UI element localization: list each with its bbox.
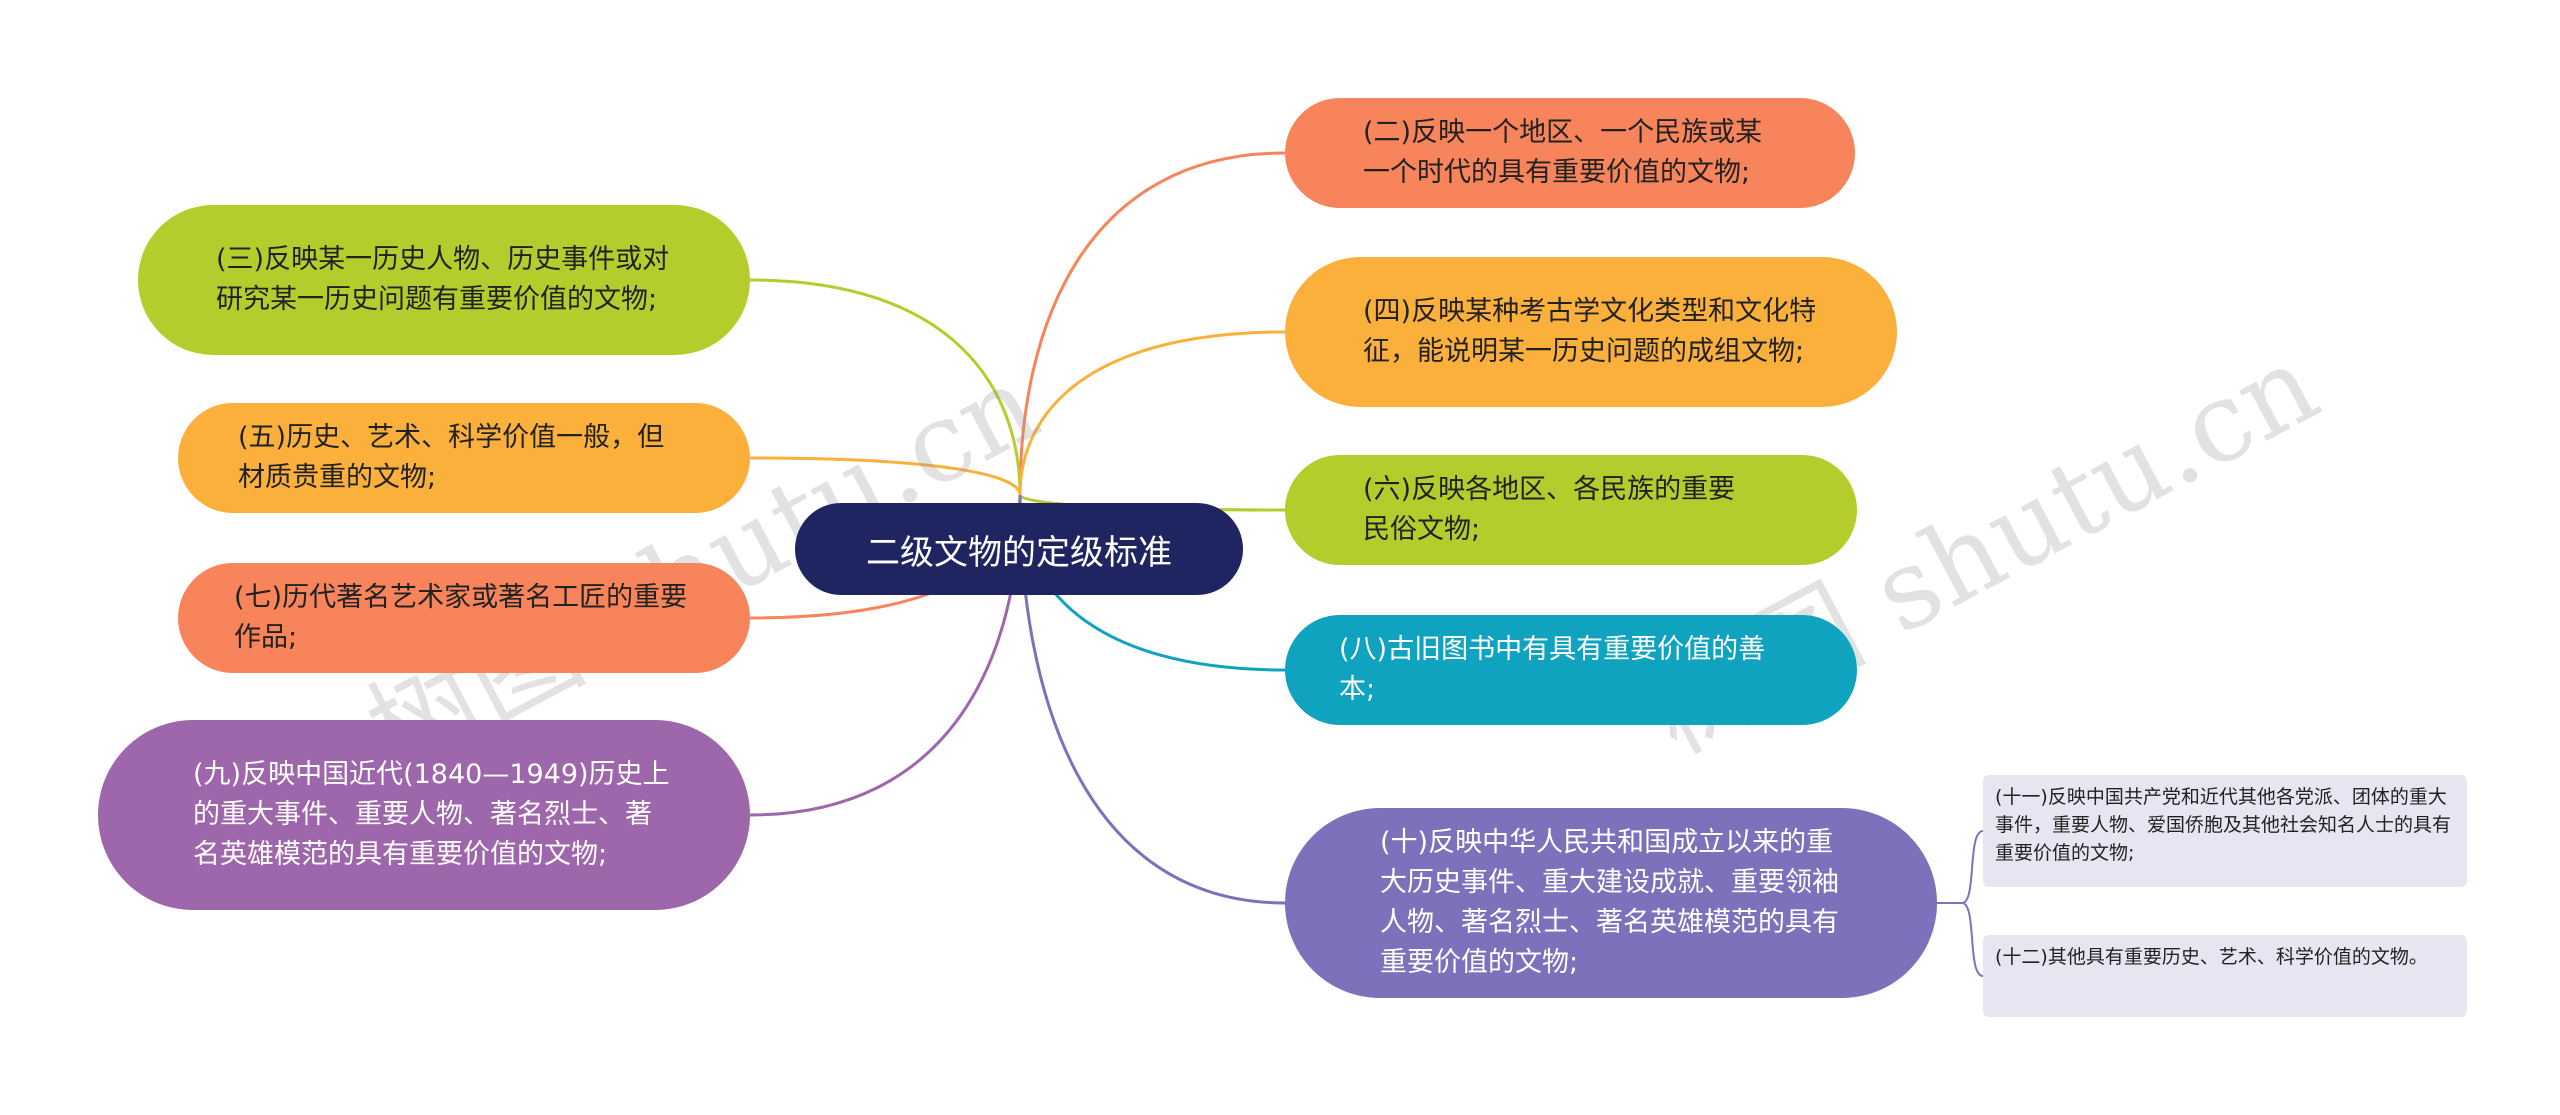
leaf-label-11: (十一)反映中国共产党和近代其他各党派、团体的重大事件，重要人物、爱国侨胞及其他… bbox=[1995, 786, 2452, 864]
branch-node-9[interactable]: (九)反映中国近代(1840—1949)历史上的重大事件、重要人物、著名烈士、著… bbox=[98, 720, 750, 910]
connector-b5 bbox=[749, 456, 1022, 496]
branch-node-2[interactable]: (二)反映一个地区、一个民族或某一个时代的具有重要价值的文物; bbox=[1285, 98, 1855, 208]
branch-label-7: (七)历代著名艺术家或著名工匠的重要作品; bbox=[234, 582, 688, 653]
leaf-node-11[interactable]: (十一)反映中国共产党和近代其他各党派、团体的重大事件，重要人物、爱国侨胞及其他… bbox=[1983, 775, 2467, 887]
connector-l11 bbox=[1961, 830, 1984, 904]
branch-node-4[interactable]: (四)反映某种考古学文化类型和文化特征，能说明某一历史问题的成组文物; bbox=[1285, 257, 1897, 407]
branch-label-10: (十)反映中华人民共和国成立以来的重大历史事件、重大建设成就、重要领袖人物、著名… bbox=[1380, 827, 1839, 978]
root-node[interactable]: 二级文物的定级标准 bbox=[795, 503, 1243, 595]
branch-node-5[interactable]: (五)历史、艺术、科学价值一般，但材质贵重的文物; bbox=[178, 403, 750, 513]
leaf-label-12: (十二)其他具有重要历史、艺术、科学价值的文物。 bbox=[1995, 946, 2428, 968]
branch-label-8: (八)古旧图书中有具有重要价值的善本; bbox=[1339, 634, 1766, 705]
branch-node-8[interactable]: (八)古旧图书中有具有重要价值的善本; bbox=[1285, 615, 1857, 725]
branch-label-3: (三)反映某一历史人物、历史事件或对研究某一历史问题有重要价值的文物; bbox=[216, 244, 670, 315]
connector-b2 bbox=[1018, 151, 1286, 496]
branch-label-5: (五)历史、艺术、科学价值一般，但材质贵重的文物; bbox=[238, 422, 665, 493]
branch-label-2: (二)反映一个地区、一个民族或某一个时代的具有重要价值的文物; bbox=[1363, 117, 1763, 188]
branch-label-9: (九)反映中国近代(1840—1949)历史上的重大事件、重要人物、著名烈士、著… bbox=[193, 759, 670, 870]
branch-node-6[interactable]: (六)反映各地区、各民族的重要民俗文物; bbox=[1285, 455, 1857, 565]
connector-b4 bbox=[1018, 330, 1286, 496]
branch-label-6: (六)反映各地区、各民族的重要民俗文物; bbox=[1363, 474, 1736, 545]
connector-b3 bbox=[749, 278, 1022, 496]
leaf-node-12[interactable]: (十二)其他具有重要历史、艺术、科学价值的文物。 bbox=[1983, 935, 2467, 1017]
branch-node-7[interactable]: (七)历代著名艺术家或著名工匠的重要作品; bbox=[178, 563, 750, 673]
branch-node-3[interactable]: (三)反映某一历史人物、历史事件或对研究某一历史问题有重要价值的文物; bbox=[138, 205, 750, 355]
branch-label-4: (四)反映某种考古学文化类型和文化特征，能说明某一历史问题的成组文物; bbox=[1363, 296, 1817, 367]
root-label: 二级文物的定级标准 bbox=[866, 532, 1172, 573]
branch-node-10[interactable]: (十)反映中华人民共和国成立以来的重大历史事件、重大建设成就、重要领袖人物、著名… bbox=[1285, 808, 1937, 998]
connector-l12 bbox=[1961, 902, 1984, 977]
